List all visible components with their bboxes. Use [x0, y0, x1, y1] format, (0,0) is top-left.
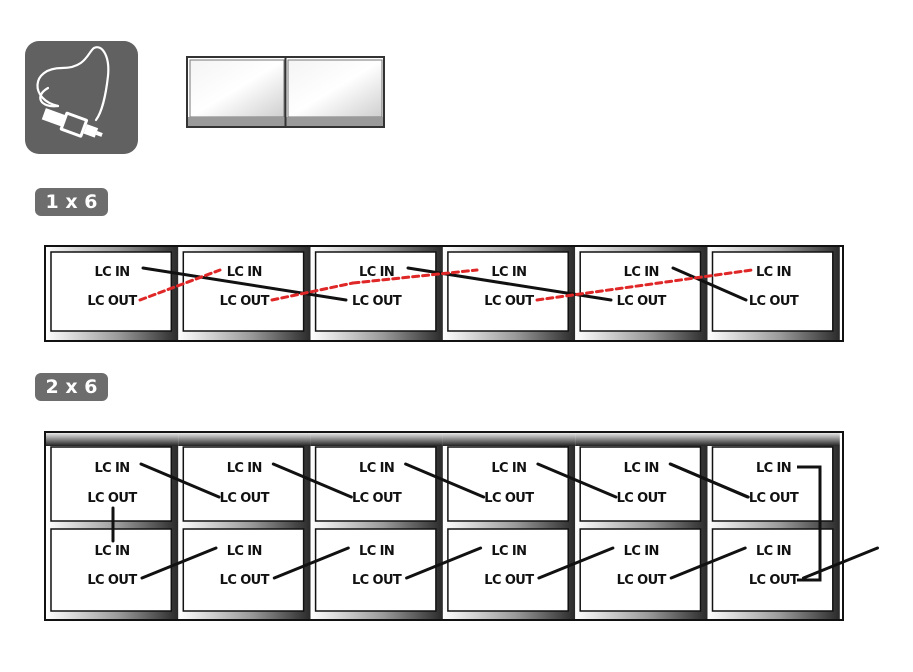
svg-text:1 x 6: 1 x 6 — [46, 191, 98, 213]
display-panel-bottom — [442, 528, 576, 619]
cable-solid — [669, 462, 749, 499]
lc-out-label: LC OUT — [352, 294, 402, 309]
lc-out-label: LC OUT — [352, 573, 402, 588]
lc-in-label: LC IN — [94, 461, 129, 476]
two-monitor-icon — [186, 56, 385, 128]
lc-in-label: LC IN — [227, 461, 262, 476]
cable-solid — [404, 462, 486, 499]
cable-dashed — [138, 268, 222, 302]
lc-in-label: LC IN — [756, 461, 791, 476]
display-panel-top — [178, 446, 311, 528]
panel-bezel — [178, 433, 311, 446]
cable-solid — [671, 266, 748, 302]
lc-in-label: LC IN — [359, 461, 394, 476]
display-panel — [310, 247, 443, 340]
cable-solid — [802, 546, 879, 580]
display-panel-bottom — [707, 528, 840, 619]
cable-solid — [271, 462, 353, 499]
cable-solid — [536, 462, 618, 499]
lc-out-label: LC OUT — [617, 573, 667, 588]
panel-bezel — [575, 433, 708, 446]
display-panel — [707, 247, 840, 340]
lc-out-label: LC OUT — [617, 294, 667, 309]
lc-out-label: LC OUT — [352, 491, 402, 506]
lc-in-label: LC IN — [624, 461, 659, 476]
panel-bezel — [442, 433, 576, 446]
badge-1x6: 1 x 6 — [35, 188, 108, 216]
display-panel-top — [46, 446, 179, 528]
lc-out-label: LC OUT — [484, 294, 534, 309]
panel-bezel — [46, 433, 179, 446]
lc-out-label: LC OUT — [220, 294, 270, 309]
lc-in-label: LC IN — [624, 544, 659, 559]
video-wall-2x6: LC IN LC OUT LC IN LC OUT LC IN LC OUT LC IN LC… — [44, 431, 879, 621]
lc-out-label: LC OUT — [617, 491, 667, 506]
display-panel-top — [707, 446, 840, 528]
lc-in-label: LC IN — [491, 461, 526, 476]
display-panel-top — [442, 446, 576, 528]
lc-out-label: LC OUT — [749, 491, 799, 506]
cable-solid — [139, 462, 221, 499]
lc-in-label: LC IN — [94, 265, 129, 280]
cable-solid — [669, 546, 747, 580]
cable-connector-icon — [25, 41, 138, 154]
lc-out-label: LC OUT — [87, 294, 137, 309]
display-panel-bottom — [46, 528, 179, 619]
lc-in-label: LC IN — [491, 265, 526, 280]
lc-out-label: LC OUT — [749, 294, 799, 309]
lc-out-label: LC OUT — [484, 573, 534, 588]
display-panel — [442, 247, 576, 340]
lc-out-label: LC OUT — [749, 573, 799, 588]
display-panel — [178, 247, 311, 340]
display-panel-top — [310, 446, 443, 528]
cable-solid — [141, 266, 348, 302]
cable-dashed — [270, 281, 355, 302]
display-panel — [575, 247, 708, 340]
lc-in-label: LC IN — [94, 544, 129, 559]
display-panel — [46, 247, 179, 340]
cable-dashed — [535, 268, 754, 302]
lc-out-label: LC OUT — [484, 491, 534, 506]
lc-out-label: LC OUT — [220, 491, 270, 506]
lc-out-label: LC OUT — [87, 491, 137, 506]
display-panel-bottom — [575, 528, 708, 619]
lc-out-label: LC OUT — [87, 573, 137, 588]
lc-in-label: LC IN — [227, 544, 262, 559]
cable-solid — [405, 546, 483, 580]
cable-solid — [140, 546, 218, 580]
lc-in-label: LC IN — [227, 265, 262, 280]
lc-out-label: LC OUT — [220, 573, 270, 588]
display-panel-top — [575, 446, 708, 528]
lc-in-label: LC IN — [624, 265, 659, 280]
lc-in-label: LC IN — [756, 544, 791, 559]
cable-solid — [537, 546, 615, 580]
lc-in-label: LC IN — [491, 544, 526, 559]
lc-in-label: LC IN — [359, 265, 394, 280]
cable-return-loop — [797, 465, 822, 582]
cable-dashed — [351, 268, 479, 285]
cable-solid — [272, 546, 350, 580]
panel-bezel — [707, 433, 840, 446]
lc-in-label: LC IN — [359, 544, 394, 559]
lc-in-label: LC IN — [756, 265, 791, 280]
video-wall-1x6: LC IN LC OUT LC IN LC OUT LC IN LC OUT LC IN LC… — [44, 245, 844, 342]
badge-2x6: 2 x 6 — [35, 373, 108, 401]
panel-bezel — [310, 433, 443, 446]
svg-text:2 x 6: 2 x 6 — [46, 376, 98, 398]
